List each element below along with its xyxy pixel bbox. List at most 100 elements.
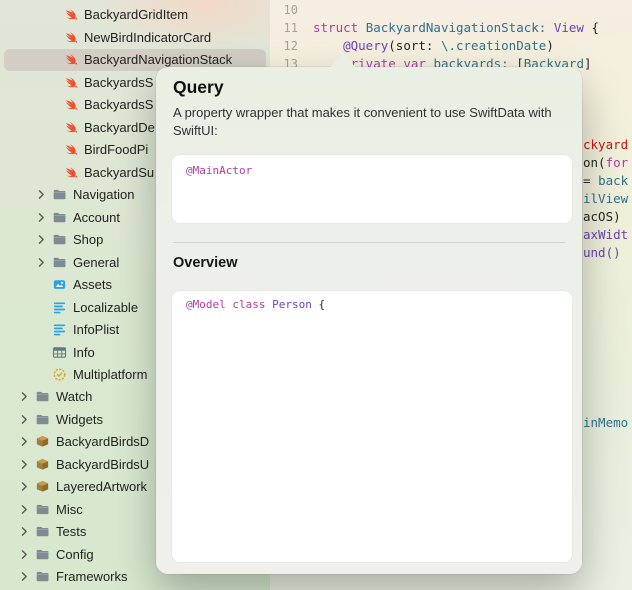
sidebar-item-misc[interactable]: Misc: [0, 498, 270, 520]
sidebar-item-label: Config: [56, 546, 94, 562]
chevron-right-icon[interactable]: [18, 480, 31, 493]
code-segment: struct: [313, 20, 366, 35]
sidebar-item-label: BackyardGridItem: [84, 7, 189, 23]
chevron-right-icon[interactable]: [18, 435, 31, 448]
sidebar-item-newbirdindicatorcard[interactable]: NewBirdIndicatorCard: [0, 26, 270, 48]
sidebar-item-label: Widgets: [56, 411, 103, 427]
sidebar-item-label: NewBirdIndicatorCard: [84, 29, 212, 45]
sidebar-item-account[interactable]: Account: [0, 206, 270, 228]
code-segment: Person: [272, 298, 312, 311]
line-number: 10: [283, 3, 298, 17]
swift-icon: [63, 120, 78, 135]
sidebar-item-backyardbirdsu[interactable]: BackyardBirdsU: [0, 453, 270, 475]
sidebar-item-backyardbirdsd[interactable]: BackyardBirdsD: [0, 431, 270, 453]
code-segment: ilView: [583, 191, 629, 206]
sidebar-item-label: Navigation: [73, 187, 135, 203]
code-segment: @Query: [343, 38, 389, 53]
sidebar-item-label: General: [73, 254, 120, 270]
sidebar-item-backyardde[interactable]: BackyardDe: [0, 116, 270, 138]
sidebar-item-general[interactable]: General: [0, 251, 270, 273]
overview-code-block[interactable]: @Model class Person { var name: String v…: [172, 291, 572, 562]
folder-icon: [35, 547, 50, 562]
strings-icon: [52, 322, 67, 337]
swift-icon: [63, 165, 78, 180]
code-segment: @MainActor: [186, 164, 253, 177]
sidebar-item-shop[interactable]: Shop: [0, 229, 270, 251]
code-segment: [546, 20, 554, 35]
sidebar-item-backyardnavigationstack[interactable]: BackyardNavigationStack: [4, 48, 266, 71]
sidebar-item-localizable[interactable]: Localizable: [0, 296, 270, 318]
chevron-right-icon[interactable]: [18, 525, 31, 538]
sidebar-item-label: BirdFoodPi: [84, 142, 149, 158]
sidebar-item-infoplist[interactable]: InfoPlist: [0, 319, 270, 341]
code-text: @Query(sort: \.creationDate): [313, 37, 554, 55]
sidebar-item-birdfoodpi[interactable]: BirdFoodPi: [0, 139, 270, 161]
code-segment: ): [546, 38, 554, 53]
swift-icon: [63, 97, 78, 112]
table-icon: [52, 345, 67, 360]
package-icon: [35, 479, 50, 494]
sidebar-item-label: Frameworks: [56, 569, 128, 585]
sidebar-item-label: Multiplatform: [73, 366, 148, 382]
chevron-right-icon[interactable]: [18, 390, 31, 403]
chevron-right-icon[interactable]: [18, 548, 31, 561]
sidebar-item-label: BackyardBirdsD: [56, 434, 150, 450]
sidebar-item-backyardgriditem[interactable]: BackyardGridItem: [0, 4, 270, 26]
code-line: @MainActor: [186, 161, 558, 223]
code-fragment: inMemo: [583, 414, 628, 432]
seal-icon: [52, 367, 67, 382]
swift-icon: [63, 142, 78, 157]
sidebar-item-navigation[interactable]: Navigation: [0, 184, 270, 206]
swift-icon: [63, 7, 78, 22]
code-segment: \.creationDate: [440, 38, 547, 53]
line-number: 11: [283, 21, 298, 35]
code-segment: ckyard: [583, 137, 629, 152]
sidebar-item-multiplatform[interactable]: Multiplatform: [0, 363, 270, 385]
popover-arrow: [331, 50, 355, 67]
code-fragment: ckyard: [583, 136, 628, 154]
sidebar-item-label: BackyardSu: [84, 164, 155, 180]
sidebar-item-frameworks[interactable]: Frameworks: [0, 566, 270, 588]
code-fragment: ilView: [583, 190, 628, 208]
code-fragment: und(): [583, 244, 621, 262]
chevron-right-icon[interactable]: [35, 256, 48, 269]
declaration-code-block[interactable]: @MainActor@propertyWrapperstruct Query<R…: [172, 155, 572, 223]
code-fragment: on(for: [583, 154, 628, 172]
swift-icon: [63, 30, 78, 45]
sidebar-item-assets[interactable]: Assets: [0, 274, 270, 296]
sidebar-item-label: Account: [73, 209, 120, 225]
sidebar-item-label: Tests: [56, 524, 87, 540]
chevron-right-icon[interactable]: [18, 503, 31, 516]
sidebar-item-layeredartwork[interactable]: LayeredArtwork: [0, 476, 270, 498]
sidebar-item-watch[interactable]: Watch: [0, 386, 270, 408]
chevron-right-icon[interactable]: [18, 570, 31, 583]
folder-icon: [52, 255, 67, 270]
chevron-right-icon[interactable]: [35, 211, 48, 224]
sidebar-item-info[interactable]: Info: [0, 341, 270, 363]
code-line: @Model class Person {: [186, 296, 558, 562]
code-segment: class: [232, 298, 266, 311]
folder-icon: [35, 524, 50, 539]
chevron-right-icon[interactable]: [35, 188, 48, 201]
popover-description: A property wrapper that makes it conveni…: [173, 105, 552, 138]
chevron-right-icon[interactable]: [35, 233, 48, 246]
sidebar-item-widgets[interactable]: Widgets: [0, 408, 270, 430]
sidebar-item-backyardss[interactable]: BackyardsS: [0, 94, 270, 116]
sidebar-item-backyardss[interactable]: BackyardsS: [0, 71, 270, 93]
swift-icon: [63, 52, 78, 67]
sidebar-item-tests[interactable]: Tests: [0, 521, 270, 543]
package-icon: [35, 457, 50, 472]
editor-line: 10: [270, 1, 632, 19]
sidebar-item-backyardsu[interactable]: BackyardSu: [0, 161, 270, 183]
code-fragment: = back: [583, 172, 628, 190]
chevron-right-icon[interactable]: [18, 458, 31, 471]
package-icon: [35, 434, 50, 449]
code-segment: =: [583, 173, 599, 188]
sidebar-item-config[interactable]: Config: [0, 543, 270, 565]
code-segment: {: [583, 20, 600, 35]
code-fragment: axWidt: [583, 226, 628, 244]
code-segment: {: [311, 298, 326, 311]
code-segment: und(): [583, 245, 621, 260]
chevron-right-icon[interactable]: [18, 413, 31, 426]
line-number: 12: [283, 39, 298, 53]
